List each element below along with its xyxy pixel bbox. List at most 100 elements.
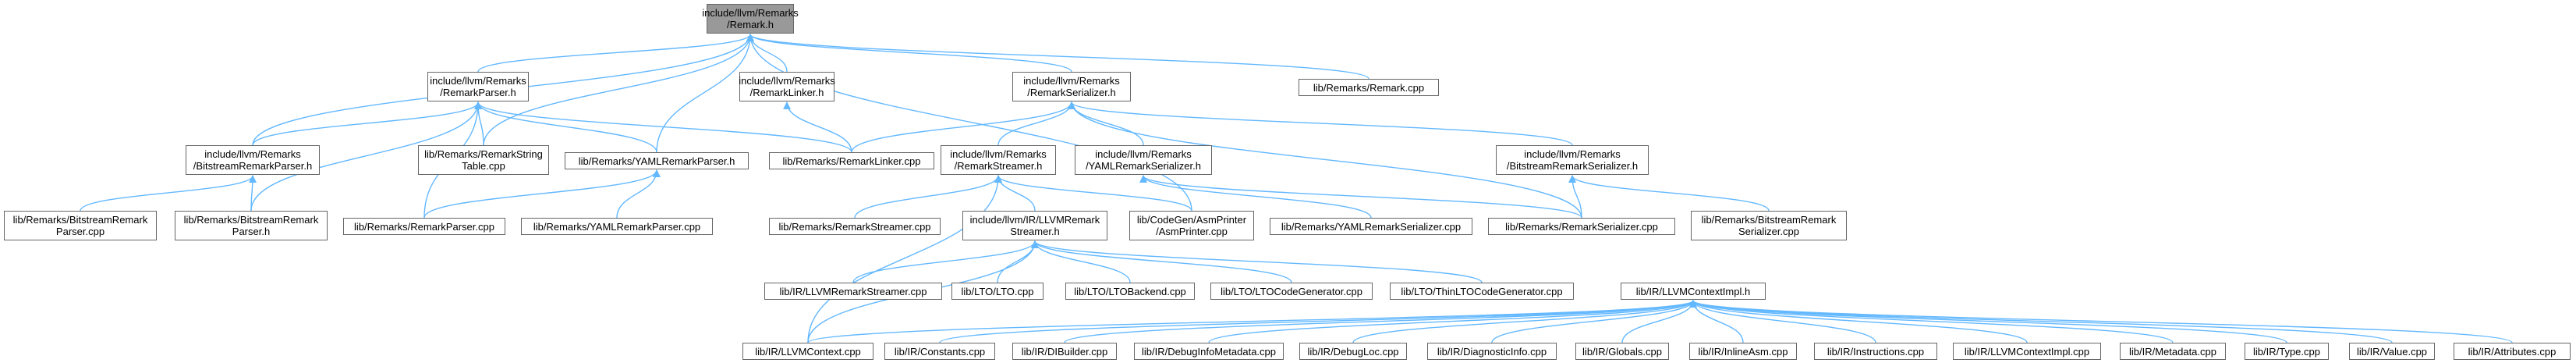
- edge-streamercpp-to-rstreamerh: [854, 175, 1002, 219]
- edge-linkercpp-to-rlinkerh: [783, 101, 852, 153]
- edge-value-to-ctximplh: [1689, 300, 2393, 343]
- node-inlineasm-cpp[interactable]: lib/IR/InlineAsm.cpp: [1689, 343, 1797, 360]
- edge-asmprinter-to-root: [746, 34, 1192, 212]
- node-llvmcontext-cpp[interactable]: lib/IR/LLVMContext.cpp: [742, 343, 873, 360]
- node-label-line: lib/IR/Attributes.cpp: [2468, 345, 2557, 358]
- node-remarkserializer-cpp[interactable]: lib/Remarks/RemarkSerializer.cpp: [1488, 218, 1675, 235]
- node-yamlremarkserializer-cpp[interactable]: lib/Remarks/YAMLRemarkSerializer.cpp: [1270, 218, 1472, 235]
- node-label-line: lib/Remarks/RemarkSerializer.cpp: [1505, 220, 1658, 233]
- node-llvmremarkstreamer-cpp[interactable]: lib/IR/LLVMRemarkStreamer.cpp: [764, 283, 942, 300]
- edge-thinlto-to-llvmstreamerh: [1031, 240, 1483, 283]
- edge-constants-to-ctximplh: [939, 300, 1697, 343]
- node-asmprinter-cpp[interactable]: lib/CodeGen/AsmPrinter/AsmPrinter.cpp: [1129, 211, 1254, 240]
- node-yamlremarkparser-cpp[interactable]: lib/Remarks/YAMLRemarkParser.cpp: [521, 218, 713, 235]
- node-remarklinker-h[interactable]: include/llvm/Remarks/RemarkLinker.h: [739, 72, 835, 101]
- node-label-line: include/llvm/IR/LLVMRemark: [969, 214, 1100, 226]
- node-label-line: include/llvm/Remarks: [204, 148, 301, 160]
- edge-type-to-ctximplh: [1689, 300, 2287, 343]
- node-globals-cpp[interactable]: lib/IR/Globals.cpp: [1575, 343, 1669, 360]
- node-label-line: /YAMLRemarkSerializer.h: [1086, 160, 1201, 172]
- node-label-line: lib/IR/Constants.cpp: [894, 345, 986, 358]
- node-attributes-cpp[interactable]: lib/IR/Attributes.cpp: [2454, 343, 2571, 360]
- node-label-line: lib/Remarks/RemarkStreamer.cpp: [778, 220, 931, 233]
- edge-linkercpp-to-rparser: [474, 101, 852, 153]
- node-yamlremarkparser-h[interactable]: lib/Remarks/YAMLRemarkParser.h: [565, 152, 749, 169]
- node-label-line: lib/IR/DebugInfoMetadata.cpp: [1142, 345, 1276, 358]
- node-label-line: lib/LTO/LTO.cpp: [961, 285, 1034, 297]
- node-remarkparser-cpp[interactable]: lib/Remarks/RemarkParser.cpp: [343, 218, 505, 235]
- node-label-line: /BitstreamRemarkSerializer.h: [1506, 160, 1639, 172]
- edge-ctximplcpp-to-ctximplh: [1689, 300, 2028, 343]
- node-label-line: Table.cpp: [462, 160, 505, 172]
- node-thinltocodegenerator-cpp[interactable]: lib/LTO/ThinLTOCodeGenerator.cpp: [1390, 283, 1574, 300]
- node-lto-cpp[interactable]: lib/LTO/LTO.cpp: [951, 283, 1044, 300]
- node-label-line: Streamer.h: [1010, 226, 1060, 237]
- node-diagnosticinfo-cpp[interactable]: lib/IR/DiagnosticInfo.cpp: [1427, 343, 1557, 360]
- node-label-line: lib/CodeGen/AsmPrinter: [1136, 214, 1247, 226]
- edge-rserh-to-root: [746, 34, 1072, 73]
- node-llvmcontextimpl-h[interactable]: lib/IR/LLVMContextImpl.h: [1621, 283, 1766, 300]
- node-label-line: include/llvm/Remarks: [739, 75, 835, 87]
- node-label-line: lib/Remarks/RemarkString: [424, 148, 543, 160]
- edge-yamlserh-to-rserh: [1068, 101, 1144, 146]
- edge-rstreamerh-to-rserh: [997, 101, 1075, 146]
- edge-diaginfo-to-ctximplh: [1491, 300, 1697, 343]
- node-label-line: lib/Remarks/YAMLRemarkParser.cpp: [533, 220, 701, 233]
- node-label-line: lib/IR/LLVMContext.cpp: [755, 345, 861, 358]
- node-label-line: Parser.cpp: [55, 226, 105, 237]
- edge-irstreamercpp-to-llvmstreamerh: [852, 240, 1039, 283]
- edge-rparser-to-root: [477, 34, 754, 73]
- node-remarkserializer-h[interactable]: include/llvm/Remarks/RemarkSerializer.h: [1012, 72, 1131, 101]
- node-label-line: include/llvm/Remarks: [430, 75, 526, 87]
- node-constants-cpp[interactable]: lib/IR/Constants.cpp: [884, 343, 995, 360]
- edge-yamlparserh-to-root: [656, 34, 754, 153]
- node-remark-cpp[interactable]: lib/Remarks/Remark.cpp: [1299, 79, 1439, 96]
- node-label-line: lib/IR/InlineAsm.cpp: [1698, 345, 1788, 358]
- edge-llvmstreamerh-to-rstreamerh: [994, 175, 1036, 212]
- node-debuginfometadata-cpp[interactable]: lib/IR/DebugInfoMetadata.cpp: [1134, 343, 1284, 360]
- node-remarklinker-cpp[interactable]: lib/Remarks/RemarkLinker.cpp: [769, 152, 934, 169]
- edge-bitparsercpp2-to-bitparserh: [249, 175, 257, 212]
- node-label-line: /Remark.h: [727, 19, 774, 30]
- node-label-line: lib/Remarks/BitstreamRemark: [183, 214, 319, 226]
- node-remarkstreamer-h[interactable]: include/llvm/Remarks/RemarkStreamer.h: [941, 145, 1056, 175]
- node-type-cpp[interactable]: lib/IR/Type.cpp: [2245, 343, 2329, 360]
- node-bitstreamremarkserializer-h[interactable]: include/llvm/Remarks/BitstreamRemarkSeri…: [1496, 145, 1649, 175]
- node-remarkparser-h[interactable]: include/llvm/Remarks/RemarkParser.h: [427, 72, 529, 101]
- node-llvmcontextimpl-cpp[interactable]: lib/IR/LLVMContextImpl.cpp: [1953, 343, 2101, 360]
- node-label-line: lib/Remarks/BitstreamRemark: [12, 214, 148, 226]
- edge-debuginfometa-to-ctximplh: [1208, 300, 1697, 343]
- node-label-line: lib/IR/Instructions.cpp: [1827, 345, 1925, 358]
- edge-sercpp-to-rserh: [1068, 101, 1582, 219]
- edge-attributes-to-ctximplh: [1689, 300, 2513, 343]
- node-ltobackend-cpp[interactable]: lib/LTO/LTOBackend.cpp: [1065, 283, 1195, 300]
- node-label-line: lib/IR/DebugLoc.cpp: [1307, 345, 1399, 358]
- node-metadata-cpp[interactable]: lib/IR/Metadata.cpp: [2120, 343, 2226, 360]
- edge-remarkcpp-to-root: [746, 34, 1369, 80]
- node-label-line: lib/IR/Type.cpp: [2253, 345, 2320, 358]
- node-debugloc-cpp[interactable]: lib/IR/DebugLoc.cpp: [1299, 343, 1407, 360]
- node-label-line: include/llvm/Remarks: [1095, 148, 1192, 160]
- node-value-cpp[interactable]: lib/IR/Value.cpp: [2349, 343, 2435, 360]
- node-label-line: include/llvm/Remarks: [950, 148, 1047, 160]
- node-bitstreamremarkparser-h[interactable]: include/llvm/Remarks/BitstreamRemarkPars…: [186, 145, 320, 175]
- edge-ltocodegen-to-llvmstreamerh: [1031, 240, 1292, 283]
- node-label-line: /BitstreamRemarkParser.h: [193, 160, 313, 172]
- node-remarkstreamer-cpp[interactable]: lib/Remarks/RemarkStreamer.cpp: [769, 218, 941, 235]
- node-ltocodegenerator-cpp[interactable]: lib/LTO/LTOCodeGenerator.cpp: [1210, 283, 1373, 300]
- edge-sercpp-to-yamlserh: [1139, 175, 1582, 219]
- edge-sercpp-to-bitserh: [1568, 175, 1582, 219]
- node-yamlremarkserializer-h[interactable]: include/llvm/Remarks/YAMLRemarkSerialize…: [1075, 145, 1212, 175]
- node-dibuilder-cpp[interactable]: lib/IR/DIBuilder.cpp: [1012, 343, 1117, 360]
- node-instructions-cpp[interactable]: lib/IR/Instructions.cpp: [1814, 343, 1937, 360]
- node-label-line: lib/LTO/LTOBackend.cpp: [1074, 285, 1186, 297]
- edge-bitparserh-to-rparser: [252, 101, 482, 146]
- edge-metadata-to-ctximplh: [1689, 300, 2174, 343]
